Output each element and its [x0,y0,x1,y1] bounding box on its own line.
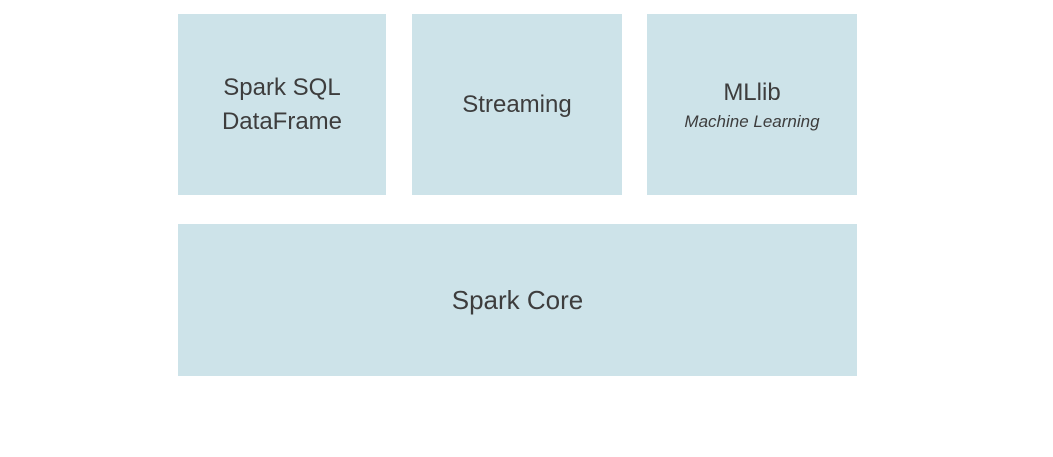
streaming-label: Streaming [462,90,572,118]
mllib-sublabel: Machine Learning [684,111,820,131]
box-spark-sql: Spark SQL DataFrame [178,14,386,195]
mllib-label: MLlib [723,78,781,106]
box-streaming: Streaming [412,14,622,195]
spark-core-label: Spark Core [451,285,584,315]
box-spark-core: Spark Core [178,224,857,376]
box-mllib: MLlib Machine Learning [647,14,857,195]
spark-sql-label-line1: Spark SQL [223,73,341,101]
spark-sql-label-line2: DataFrame [221,107,343,135]
